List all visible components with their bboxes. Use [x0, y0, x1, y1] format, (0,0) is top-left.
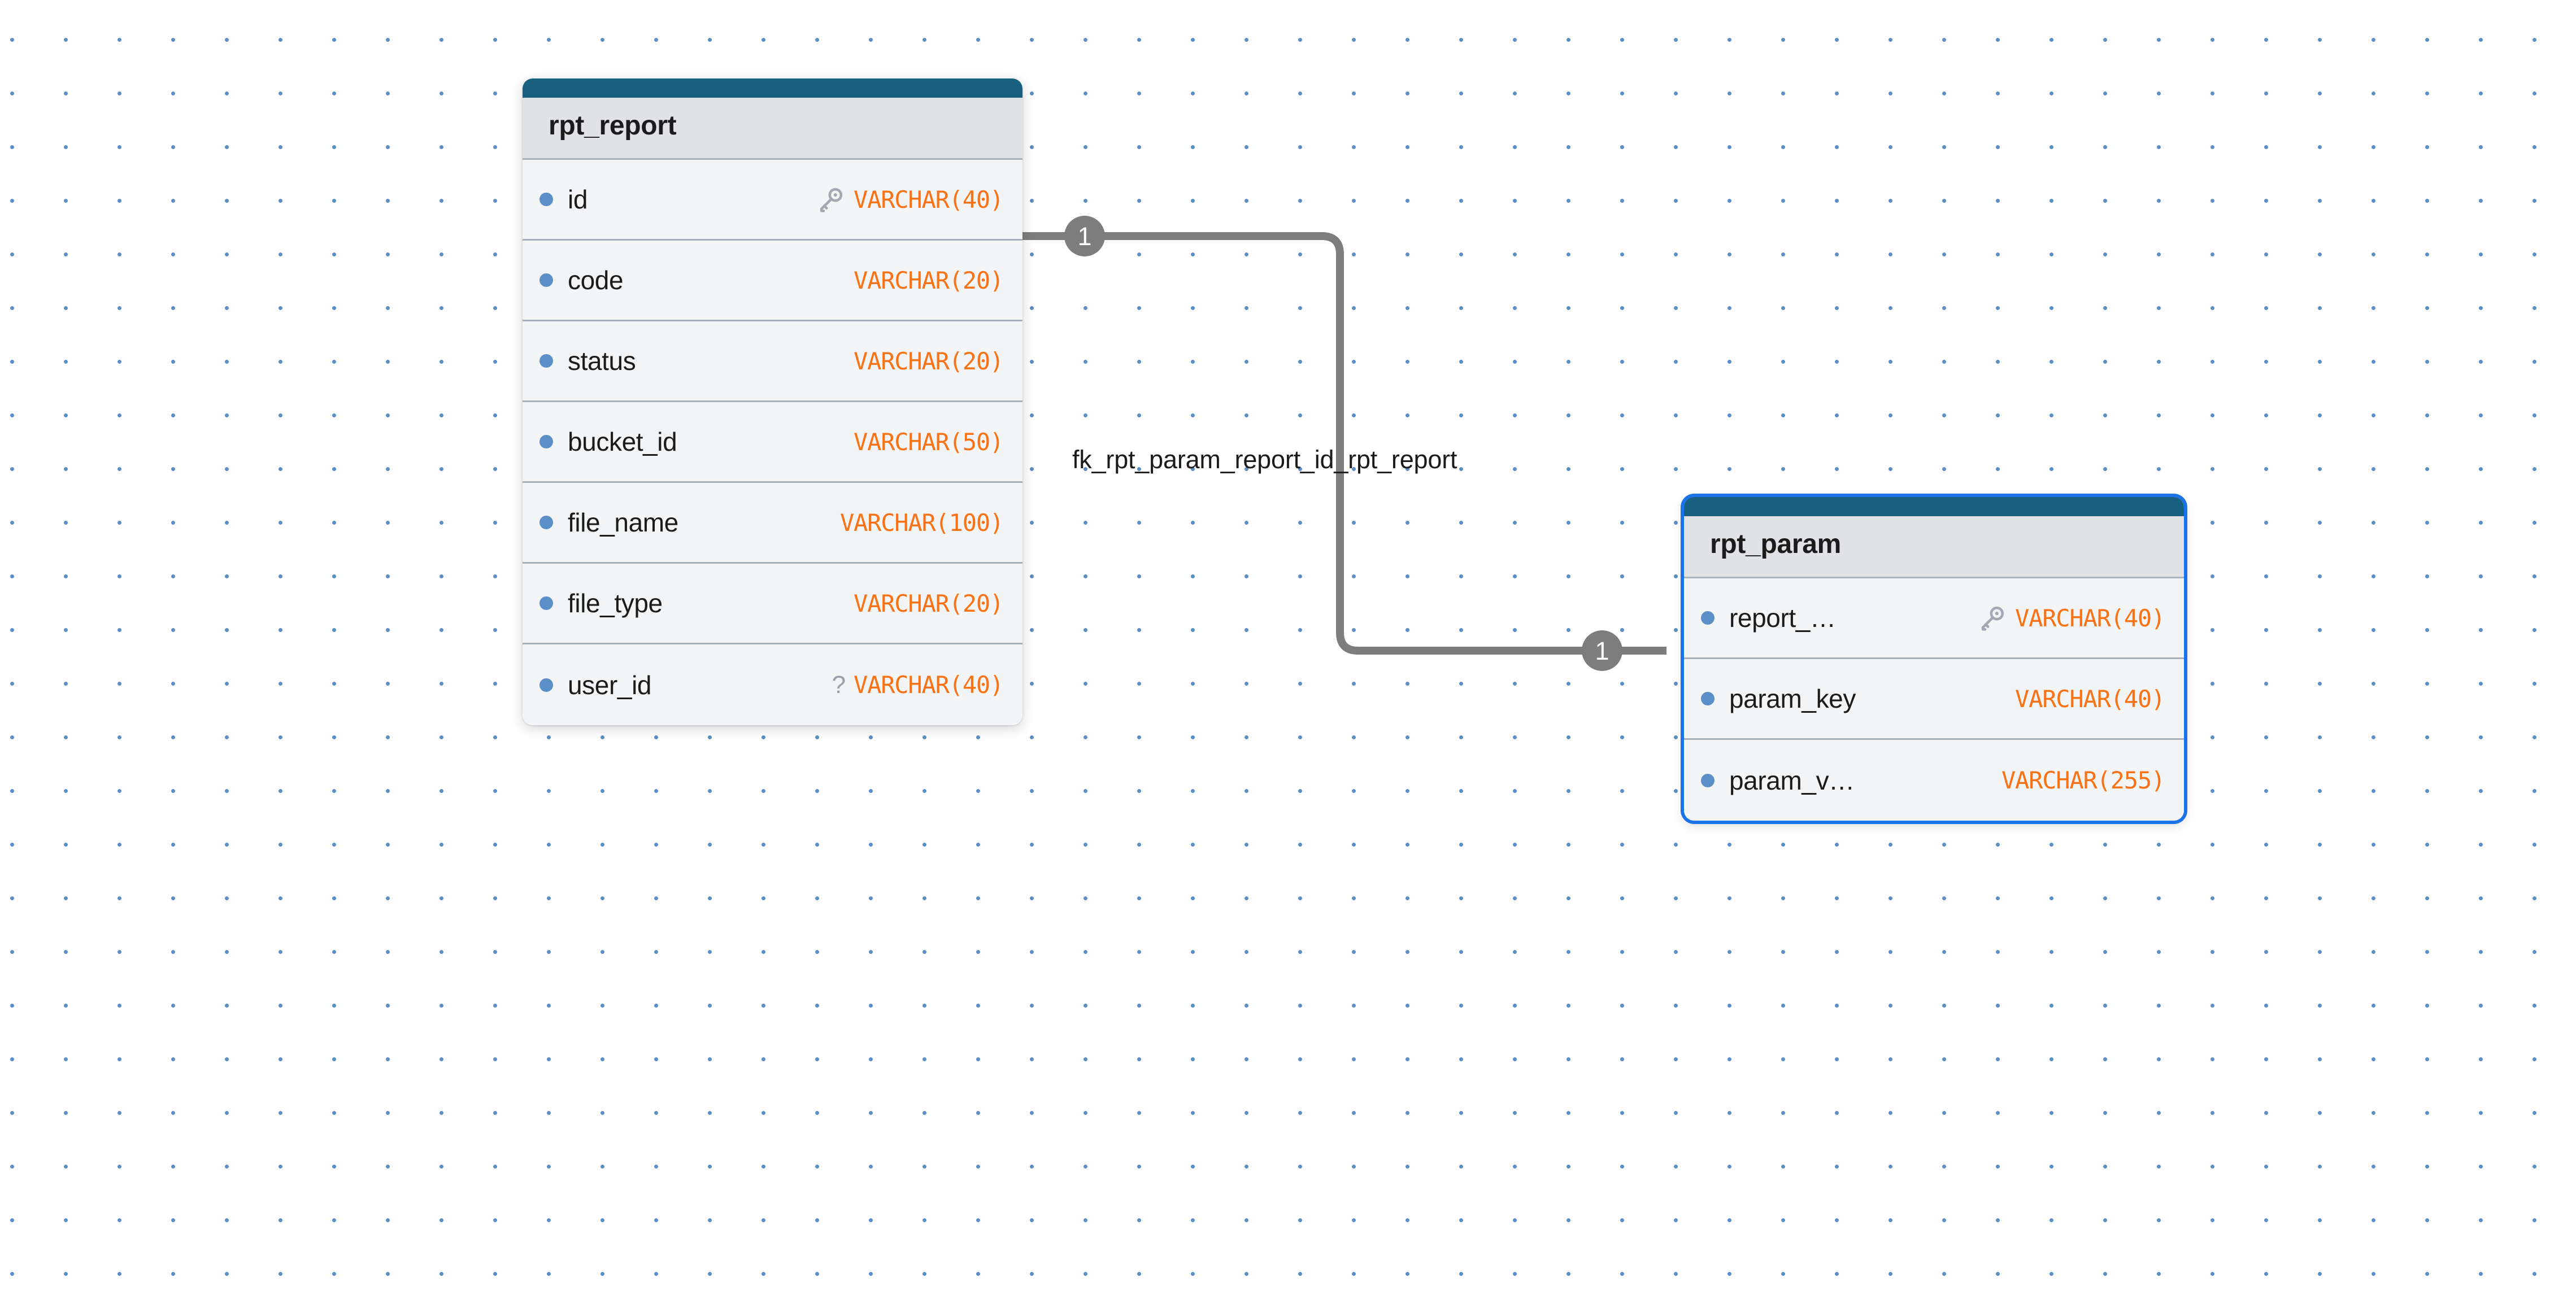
attribute-row[interactable]: param_v… VARCHAR(255) — [1684, 740, 2184, 821]
entity-title[interactable]: rpt_report — [523, 98, 1022, 160]
relationship-label[interactable]: fk_rpt_param_report_id_rpt_report — [1072, 445, 1457, 474]
column-dot-icon — [539, 678, 553, 692]
entity-accent-bar — [1684, 497, 2184, 516]
entity-accent-bar — [523, 79, 1022, 98]
attribute-row[interactable]: bucket_id VARCHAR(50) — [523, 402, 1022, 483]
column-dot-icon — [539, 516, 553, 529]
relationship-line[interactable] — [1011, 232, 1666, 655]
entity-attribute-list: id VARCHAR(40) — [523, 160, 1022, 725]
entity-attribute-list: report_… VARCHAR(40) — [1684, 578, 2184, 821]
attribute-name: bucket_id — [568, 427, 677, 456]
attribute-type: VARCHAR(40) — [854, 185, 1004, 213]
nullable-icon: ? — [832, 670, 846, 699]
entity-title[interactable]: rpt_param — [1684, 516, 2184, 578]
attribute-name: code — [568, 265, 624, 295]
entity-rpt-param[interactable]: rpt_param report_… — [1684, 497, 2184, 821]
attribute-type: VARCHAR(20) — [854, 266, 1004, 294]
cardinality-badge-target[interactable]: 1 — [1582, 630, 1622, 671]
column-dot-icon — [539, 596, 553, 610]
attribute-name: file_type — [568, 589, 663, 618]
attribute-row[interactable]: id VARCHAR(40) — [523, 160, 1022, 241]
attribute-row[interactable]: param_key VARCHAR(40) — [1684, 659, 2184, 740]
entity-rpt-report[interactable]: rpt_report id — [523, 79, 1022, 725]
attribute-type: VARCHAR(40) — [2015, 685, 2165, 713]
attribute-name: user_id — [568, 670, 652, 700]
attribute-name: param_key — [1729, 684, 1856, 713]
column-dot-icon — [539, 354, 553, 368]
column-dot-icon — [539, 273, 553, 287]
attribute-type: VARCHAR(255) — [2001, 766, 2165, 794]
column-dot-icon — [539, 193, 553, 206]
column-dot-icon — [539, 435, 553, 448]
attribute-flags — [1978, 603, 2007, 633]
column-dot-icon — [1701, 611, 1715, 625]
key-icon — [1981, 606, 2004, 631]
attribute-name: id — [568, 185, 588, 214]
column-dot-icon — [1701, 773, 1715, 787]
attribute-row[interactable]: file_name VARCHAR(100) — [523, 483, 1022, 564]
attribute-row[interactable]: status VARCHAR(20) — [523, 321, 1022, 402]
attribute-name: file_name — [568, 508, 678, 537]
attribute-row[interactable]: user_id ? VARCHAR(40) — [523, 644, 1022, 725]
attribute-row[interactable]: code VARCHAR(20) — [523, 241, 1022, 321]
attribute-type: VARCHAR(100) — [839, 508, 1004, 537]
attribute-type: VARCHAR(40) — [2015, 604, 2165, 632]
attribute-flags — [816, 185, 846, 214]
attribute-name: report_… — [1729, 603, 1836, 633]
attribute-type: VARCHAR(40) — [854, 671, 1004, 699]
attribute-name: status — [568, 346, 636, 376]
attribute-flags: ? — [832, 670, 846, 699]
attribute-name: param_v… — [1729, 765, 1855, 795]
attribute-row[interactable]: report_… VARCHAR(40) — [1684, 578, 2184, 659]
key-icon — [820, 188, 843, 212]
cardinality-source-label: 1 — [1077, 221, 1092, 251]
attribute-type: VARCHAR(20) — [854, 589, 1004, 617]
column-dot-icon — [1701, 692, 1715, 705]
attribute-type: VARCHAR(20) — [854, 347, 1004, 375]
attribute-type: VARCHAR(50) — [854, 428, 1004, 456]
cardinality-target-label: 1 — [1595, 636, 1609, 665]
attribute-row[interactable]: file_type VARCHAR(20) — [523, 564, 1022, 644]
cardinality-badge-source[interactable]: 1 — [1064, 216, 1105, 256]
